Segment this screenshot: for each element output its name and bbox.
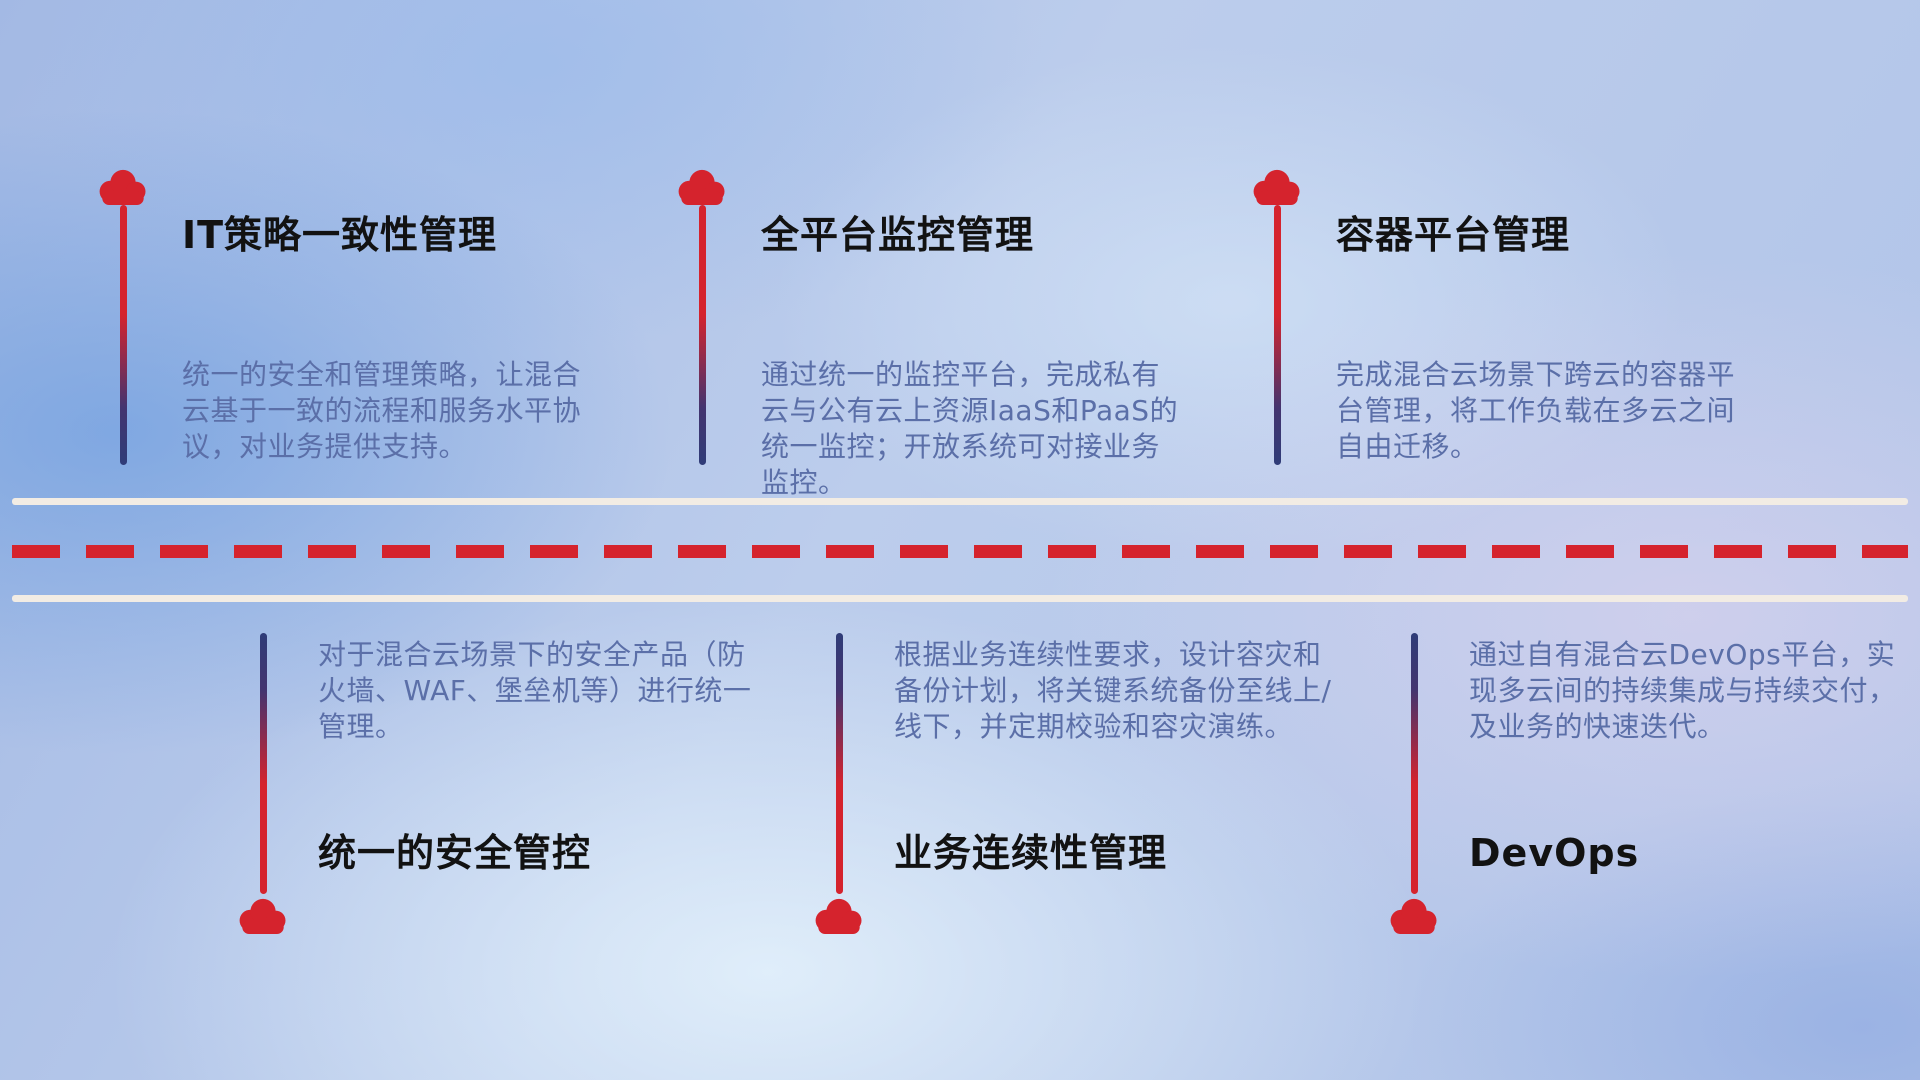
feature-description: 完成混合云场景下跨云的容器平台管理，将工作负载在多云之间自由迁移。 <box>1336 358 1736 463</box>
cloud-icon <box>812 896 866 936</box>
road-edge-line-bottom <box>12 595 1908 602</box>
connector-line <box>260 633 267 894</box>
feature-title: DevOps <box>1469 831 1640 875</box>
feature-title: 业务连续性管理 <box>894 831 1168 875</box>
cloud-icon <box>1387 896 1441 936</box>
connector-line <box>836 633 843 894</box>
feature-description: 对于混合云场景下的安全产品（防火墙、WAF、堡垒机等）进行统一管理。 <box>318 638 752 743</box>
feature-description: 统一的安全和管理策略，让混合云基于一致的流程和服务水平协议，对业务提供支持。 <box>182 358 582 463</box>
cloud-icon <box>1250 167 1304 207</box>
feature-title: 容器平台管理 <box>1336 213 1571 257</box>
feature-description: 通过自有混合云DevOps平台，实现多云间的持续集成与持续交付，及业务的快速迭代… <box>1469 638 1897 743</box>
feature-title: IT策略一致性管理 <box>182 213 498 257</box>
road-center-dashed-line <box>12 545 1908 558</box>
feature-title: 统一的安全管控 <box>318 831 592 875</box>
cloud-icon <box>236 896 290 936</box>
connector-line <box>1411 633 1418 894</box>
feature-description: 通过统一的监控平台，完成私有云与公有云上资源IaaS和PaaS的统一监控；开放系… <box>761 358 1179 499</box>
feature-description: 根据业务连续性要求，设计容灾和备份计划，将关键系统备份至线上/线下，并定期校验和… <box>894 638 1332 743</box>
cloud-icon <box>96 167 150 207</box>
connector-line <box>120 205 127 465</box>
connector-line <box>1274 205 1281 465</box>
cloud-icon <box>675 167 729 207</box>
road-edge-line-top <box>12 498 1908 505</box>
connector-line <box>699 205 706 465</box>
feature-title: 全平台监控管理 <box>761 213 1035 257</box>
